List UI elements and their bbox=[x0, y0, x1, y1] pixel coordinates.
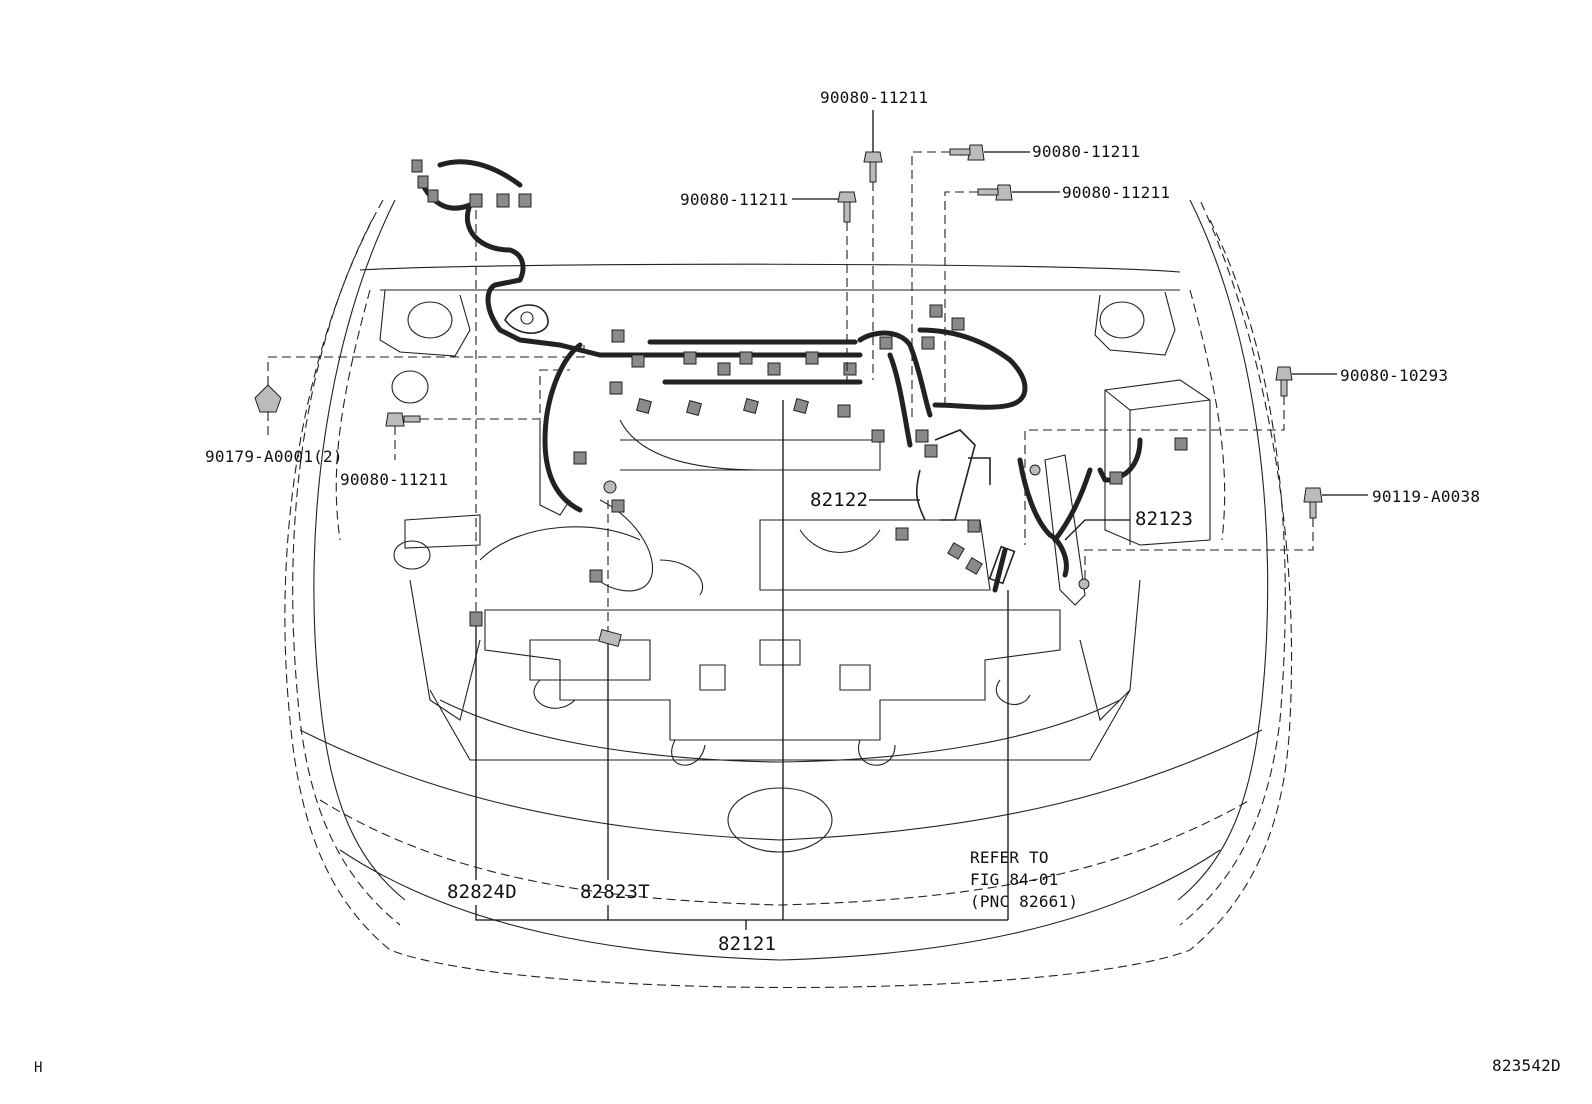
label-82121: 82121 bbox=[718, 933, 777, 955]
label-bolt-top-right-2: 90080-11211 bbox=[1062, 183, 1171, 202]
label-82824d: 82824D bbox=[447, 881, 517, 903]
wire-harness-82121 bbox=[417, 159, 1028, 513]
engine-block bbox=[391, 370, 1211, 766]
label-bolt-right-2: 90119-A0038 bbox=[1372, 487, 1481, 506]
label-82122: 82122 bbox=[810, 489, 869, 511]
footer-illustration-code: 823542D bbox=[1492, 1056, 1561, 1075]
label-bolt-right-1: 90080-10293 bbox=[1340, 366, 1449, 385]
refer-note-line-3: (PNC 82661) bbox=[970, 892, 1079, 911]
label-bolt-top-center: 90080-11211 bbox=[820, 88, 929, 107]
wire-harness-82122-82123 bbox=[915, 429, 1143, 593]
car-body-outline bbox=[284, 199, 1293, 989]
label-bolt-top-right-1: 90080-11211 bbox=[1032, 142, 1141, 161]
label-bolt-left: 90080-11211 bbox=[340, 470, 449, 489]
refer-note-line-1: REFER TO bbox=[970, 848, 1049, 867]
footer-left-code: H bbox=[34, 1060, 43, 1076]
leader-lines bbox=[267, 110, 1368, 930]
label-82823t: 82823T bbox=[580, 881, 650, 903]
label-82123: 82123 bbox=[1135, 508, 1194, 530]
label-clip-left: 90179-A0001(2) bbox=[205, 447, 343, 466]
harness-connectors bbox=[411, 159, 1188, 647]
label-bolt-top-left: 90080-11211 bbox=[680, 190, 789, 209]
refer-note-line-2: FIG 84-01 bbox=[970, 870, 1059, 889]
